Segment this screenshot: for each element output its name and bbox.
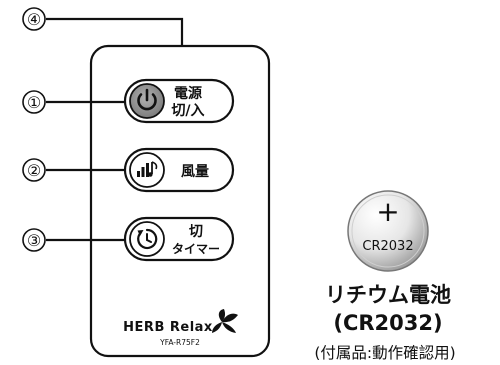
power-button[interactable]: 電源 切/入 [123,78,235,124]
callout-4-leader [46,17,184,45]
callout-4: ④ [22,7,184,45]
fan-speed-button-label: 風量 [181,164,209,180]
timer-button[interactable]: 切 タイマー [123,216,235,262]
battery-plus-symbol: + [376,195,399,228]
callout-2-label: ② [27,161,41,180]
power-button-label-line1: 電源 [174,85,202,102]
power-button-label-line2: 切/入 [171,103,204,119]
brand-logo-text: HERB Relax [123,320,213,335]
callout-2: ② [22,158,126,182]
battery-name: リチウム電池 [325,283,451,307]
fan-speed-button[interactable]: 風量 [123,147,235,193]
battery-model-caption: (CR2032) [333,311,442,335]
leaf-logo-icon [212,309,238,333]
fan-speed-icon [137,161,158,177]
callout-3-label: ③ [27,231,41,250]
model-number: YFA-R75F2 [159,338,200,347]
callout-1: ① [22,90,126,114]
timer-button-label-line1: 切 [189,224,203,240]
power-icon [137,88,157,111]
battery-image: + CR2032 [347,190,429,272]
timer-button-label-line2: タイマー [172,242,220,256]
battery-note: (付属品:動作確認用) [314,344,455,362]
remote-body [89,44,271,358]
callout-1-label: ① [27,93,41,112]
timer-icon [137,228,158,250]
battery-model-text: CR2032 [362,239,413,254]
callout-4-label: ④ [27,10,41,29]
callout-3: ③ [22,228,126,252]
